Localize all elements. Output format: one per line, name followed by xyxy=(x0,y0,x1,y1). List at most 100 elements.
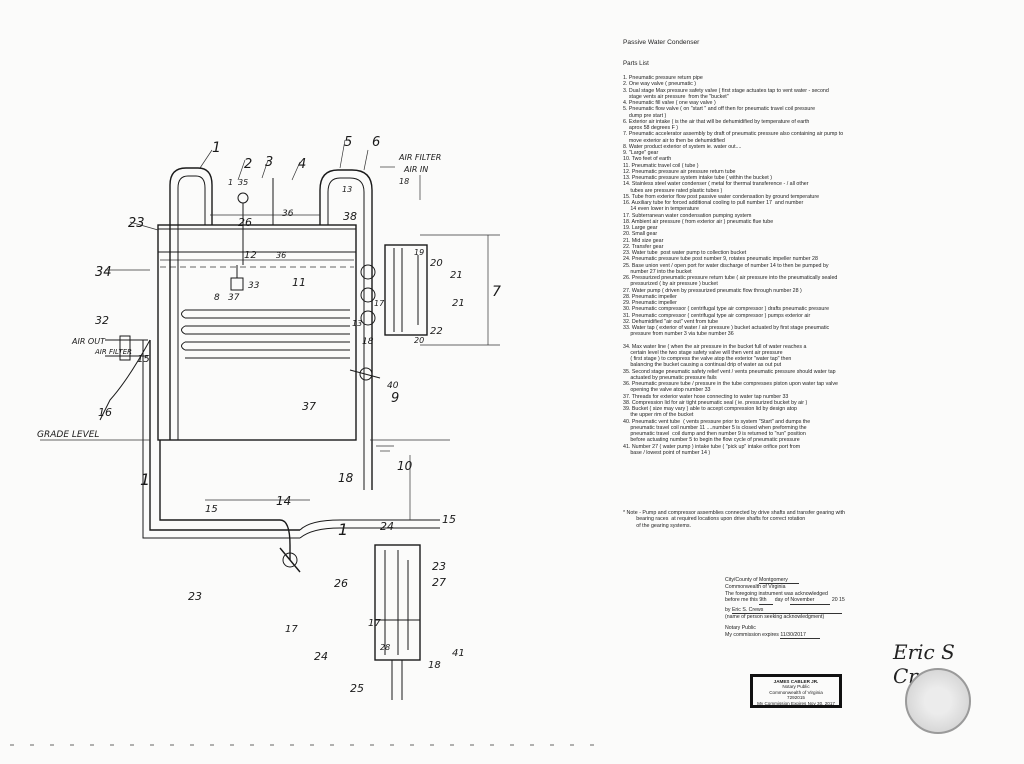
return-pipe-left xyxy=(169,167,213,440)
parts-list-item: 33. Water tap ( exterior of water / air … xyxy=(623,325,830,338)
tube-left-down xyxy=(149,340,300,531)
parts-list-item: 16. Auxiliary tube for forced additional… xyxy=(623,200,804,213)
parts-list-item: 11. Pneumatic travel coil ( tube ) xyxy=(623,162,699,169)
air-in-label: AIR IN xyxy=(403,165,428,174)
callout-number: 13 xyxy=(342,185,352,194)
callout-number: 6 xyxy=(372,135,380,150)
air-out-label: AIR OUT xyxy=(71,337,106,346)
notary-city-value: Montgomery xyxy=(759,577,800,585)
callout-number: 1 xyxy=(228,178,233,187)
parts-list-item: 36. Pneumatic pressure tube / pressure i… xyxy=(623,381,838,394)
callout-number: 19 xyxy=(414,248,424,257)
return-pipe-right xyxy=(319,169,373,490)
callout-number: 1 xyxy=(140,470,150,489)
callout-number: 22 xyxy=(430,326,443,337)
parts-list-item: 4. Pneumatic fill valve ( one way valve … xyxy=(623,100,716,106)
travel-coil xyxy=(181,309,350,359)
callout-number: 41 xyxy=(452,648,465,659)
callout-number: 9 xyxy=(391,391,399,406)
callout-number: 23 xyxy=(128,216,145,231)
callout-number: 23 xyxy=(432,560,446,573)
callout-number: 37 xyxy=(228,293,240,303)
patent-drawing: AIR FILTER AIR IN AIR OUT AIR FILTER GRA… xyxy=(10,135,610,746)
callout-number: 37 xyxy=(302,400,316,413)
callout-number: 5 xyxy=(344,135,352,150)
callout-number: 15 xyxy=(442,513,456,526)
callout-number: 11 xyxy=(292,276,306,289)
parts-list-item: 40. Pneumatic vent tube ( vents pressure… xyxy=(623,418,811,444)
parts-list-item: 24. Pneumatic pressure tube post number … xyxy=(623,256,818,263)
document-title: Passive Water Condenser xyxy=(623,39,700,46)
parts-list-item: 39. Bucket ( size may vary ) able to acc… xyxy=(623,406,797,419)
footnote: * Note - Pump and compressor assemblies … xyxy=(623,510,845,529)
parts-list-item: 27. Water pump ( driven by pressurized p… xyxy=(623,287,802,294)
gear-assembly-upper xyxy=(384,244,428,336)
callout-number: 7 xyxy=(492,284,501,300)
callout-number: 36 xyxy=(276,251,286,260)
callout-number: 35 xyxy=(238,178,248,187)
callout-number: 17 xyxy=(285,624,298,635)
grade-level-label: GRADE LEVEL xyxy=(37,430,99,440)
notary-name-caption: (name of person seeking acknowledgment) xyxy=(725,614,825,621)
notary-signer-name: Eric S. Crews xyxy=(731,607,842,615)
callout-number: 34 xyxy=(95,265,112,280)
callout-number: 32 xyxy=(95,314,109,327)
parts-list-item: 19. Large gear xyxy=(623,225,658,231)
parts-list-item: 9. "Large" gear xyxy=(623,150,659,156)
parts-list-item: 7. Pneumatic accelerator assembly by dra… xyxy=(623,131,844,144)
callout-number: 18 xyxy=(428,660,441,671)
notary-ack-line: The foregoing instrument was acknowledge… xyxy=(725,590,828,597)
parts-list-item: 8. Water product exterior of system ie. … xyxy=(623,143,742,150)
parts-list-item: 35. Second stage pneumatic safety relief… xyxy=(623,368,836,381)
valve-1 xyxy=(237,192,249,204)
parts-list-item: 38. Compression lid for air tight pneuma… xyxy=(623,399,808,406)
pump-assembly-lower xyxy=(374,544,421,661)
parts-list-item: 26. Pressurized pneumatic pressure retur… xyxy=(623,275,838,288)
callout-number: 18 xyxy=(399,177,409,186)
notary-commission-value: 11/30/2017 xyxy=(780,632,821,640)
callout-number: 1 xyxy=(212,140,221,156)
callout-number: 26 xyxy=(334,577,348,590)
drawing-labels: AIR FILTER AIR IN AIR OUT AIR FILTER GRA… xyxy=(37,135,501,695)
notary-city-label: City/County of xyxy=(725,577,758,583)
parts-list-item: 5. Pneumatic flow valve ( on "start " an… xyxy=(623,106,816,119)
parts-list-item: 25. Base union vent / open port for wate… xyxy=(623,262,829,275)
callout-number: 15 xyxy=(137,354,150,365)
notary-stamp: JAMES CABLER JR. Notary Public Commonwea… xyxy=(750,674,842,708)
parts-list-item: 31. Pneumatic compressor ( centrifugal t… xyxy=(623,312,811,319)
notary-seal xyxy=(905,668,971,734)
callout-number: 20 xyxy=(430,258,443,269)
notary-commission-label: My commission expires xyxy=(725,631,779,638)
callout-number: 24 xyxy=(314,650,328,663)
callout-number: 16 xyxy=(98,406,112,419)
notary-year: 20 15 xyxy=(831,597,845,604)
parts-list-item: 37. Threads for exterior water hose conn… xyxy=(623,393,789,400)
parts-list-item: 6. Exterior air intake ( is the air that… xyxy=(623,118,810,131)
air-filter-label-left: AIR FILTER xyxy=(94,348,132,356)
callout-number: 4 xyxy=(298,157,306,172)
stamp-commonwealth: Commonwealth of Virginia xyxy=(769,689,823,695)
callout-number: 1 xyxy=(338,520,348,539)
notary-block: City/County of Montgomery Commonwealth o… xyxy=(725,577,885,640)
parts-list-item: 23. Water tube post water pump to collec… xyxy=(623,250,747,256)
parts-list-item: 12. Pneumatic pressure air pressure retu… xyxy=(623,168,736,175)
parts-list-item: 21. Mid size gear xyxy=(623,237,664,244)
notary-public-label: Notary Public xyxy=(725,625,756,632)
parts-list-item: 20. Small gear xyxy=(623,231,658,238)
base-union xyxy=(282,552,298,568)
parts-list-item: 30. Pneumatic compressor ( centrifugal t… xyxy=(623,306,830,313)
callout-number: 18 xyxy=(362,337,374,347)
callout-number: 18 xyxy=(338,471,354,485)
stamp-number: 7292015 xyxy=(787,695,805,701)
callout-number: 12 xyxy=(244,250,257,261)
callout-number: 15 xyxy=(205,504,218,515)
callout-number: 27 xyxy=(432,576,446,589)
parts-list-item: 2. One way valve ( pneumatic ) xyxy=(623,81,697,88)
callout-number: 26 xyxy=(238,216,252,229)
callout-number: 21 xyxy=(452,298,465,309)
callout-number: 2 xyxy=(244,157,252,172)
parts-list-item: 41. Number 27 ( water pump ) intake tube… xyxy=(623,443,801,456)
stamp-expires: My Commission Expires Nov 30, 2017 xyxy=(757,700,835,706)
callout-number: 10 xyxy=(397,459,413,473)
